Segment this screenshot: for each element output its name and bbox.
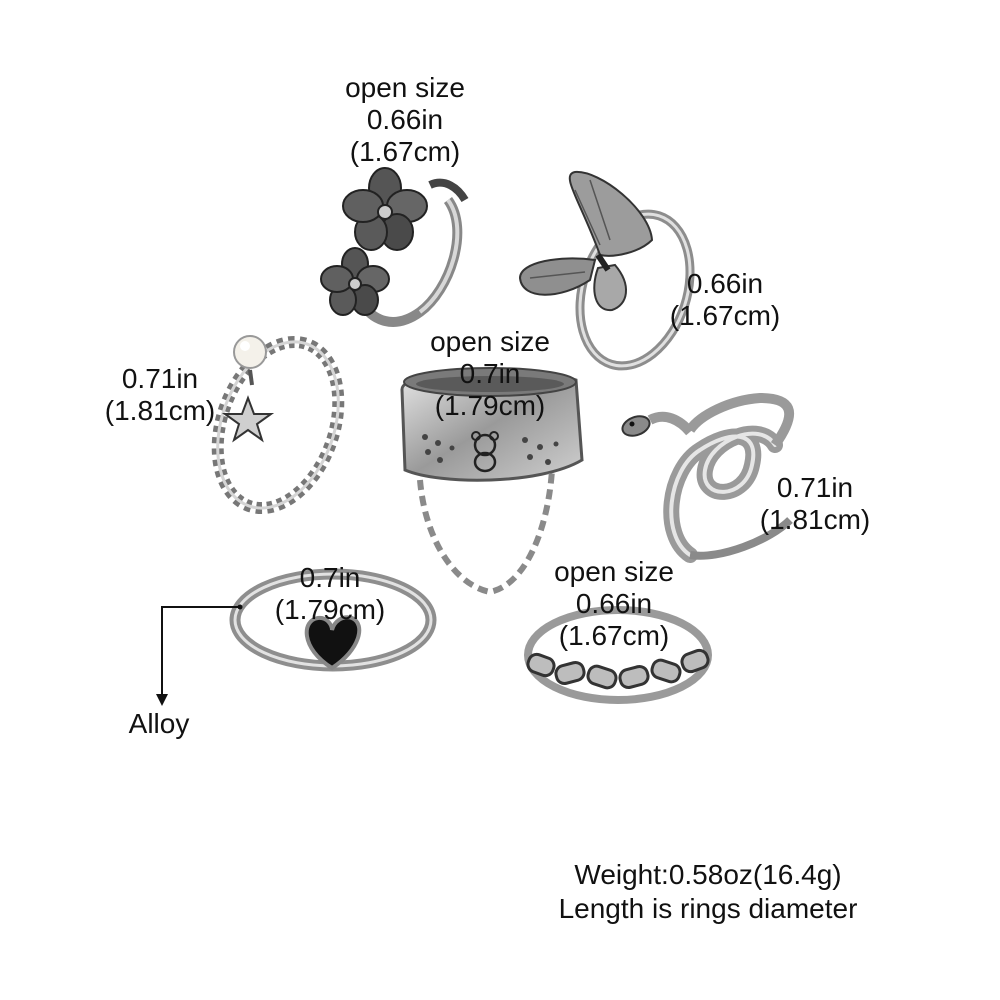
weight-text: Weight:0.58oz(16.4g) bbox=[574, 859, 842, 890]
butterfly-icon bbox=[518, 170, 654, 312]
pearl-star-ring-size-label: 0.71in (1.81cm) bbox=[104, 363, 216, 426]
bear-chain-ring-size-label: open size 0.7in (1.79cm) bbox=[430, 326, 550, 421]
flower-ring bbox=[320, 167, 469, 327]
star-icon bbox=[221, 395, 275, 443]
chain-icon bbox=[417, 469, 555, 596]
flower-ring-size-label: open size 0.66in (1.67cm) bbox=[345, 72, 465, 167]
alloy-pointer-line bbox=[156, 606, 240, 706]
material-label: Alloy bbox=[128, 708, 190, 739]
heart-ring bbox=[229, 568, 437, 672]
flower-icon bbox=[342, 167, 428, 251]
butterfly-ring bbox=[518, 170, 695, 371]
link-chain-ring-size-label: open size 0.66in (1.67cm) bbox=[554, 556, 674, 651]
butterfly-ring-size-label: 0.66in (1.67cm) bbox=[669, 268, 781, 331]
footer-specs: Weight:0.58oz(16.4g) Length is rings dia… bbox=[559, 858, 858, 926]
pearl-star-ring bbox=[211, 335, 345, 515]
chain-link-icon bbox=[526, 648, 710, 690]
heart-ring-size-label: 0.7in (1.79cm) bbox=[274, 562, 386, 625]
bear-icon bbox=[471, 431, 499, 473]
heart-icon bbox=[304, 615, 362, 671]
diameter-note: Length is rings diameter bbox=[558, 893, 858, 924]
link-chain-ring bbox=[524, 606, 712, 704]
flower-icon bbox=[320, 247, 390, 316]
bear-chain-ring bbox=[400, 367, 584, 596]
pearl-icon bbox=[233, 335, 267, 369]
snake-ring bbox=[621, 392, 795, 563]
snake-head-icon bbox=[621, 411, 694, 437]
snake-ring-size-label: 0.71in (1.81cm) bbox=[759, 472, 871, 535]
